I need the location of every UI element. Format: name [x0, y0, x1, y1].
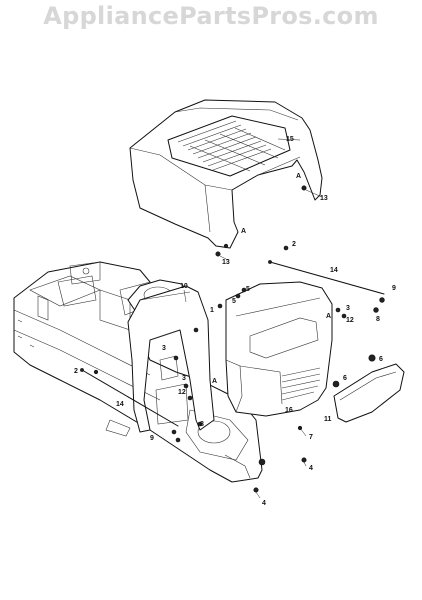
callout-10: 10: [180, 283, 188, 290]
callout-2-upper: 2: [292, 241, 296, 248]
callout-12-right: 12: [346, 317, 354, 324]
callout-a-hood-left: A: [241, 228, 246, 235]
callout-a-grille: A: [326, 313, 331, 320]
callout-11: 11: [324, 416, 332, 423]
callout-6-lower: 6: [343, 375, 347, 382]
callout-14-upper: 14: [330, 267, 338, 274]
dash-panel-part[interactable]: [127, 285, 215, 433]
leader-15: [277, 138, 301, 141]
callout-3-right: 3: [346, 305, 350, 312]
callout-5-upper: 5: [246, 286, 250, 293]
callout-9-right: 9: [392, 285, 396, 292]
callout-8-right: 8: [376, 316, 380, 323]
callout-9-lower: 9: [150, 435, 154, 442]
callout-13-upper: 13: [320, 195, 328, 202]
callout-a-hood-right: A: [296, 173, 301, 180]
callout-4-upper: 4: [309, 465, 313, 472]
callout-2-left: 2: [74, 368, 78, 375]
callout-1: 1: [210, 307, 214, 314]
callout-3-dash: 3: [162, 345, 166, 352]
callout-a-frame: A: [212, 378, 217, 385]
hood-bolt-13-upper: [301, 185, 323, 198]
hood-grille-part[interactable]: [167, 115, 291, 177]
callout-6-upper: 6: [379, 356, 383, 363]
leader-10: [183, 289, 187, 303]
hood-pivot-rod-lower[interactable]: [80, 368, 179, 427]
hood-bolt-13-lower: [215, 243, 229, 261]
callout-16: 16: [285, 407, 293, 414]
hardware-fasteners: [93, 245, 385, 499]
callout-8-lower: 8: [200, 421, 204, 428]
front-grille-housing-part[interactable]: [225, 281, 333, 417]
callout-4-lower: 4: [262, 500, 266, 507]
callout-3-lower: 3: [182, 375, 186, 382]
callout-14-lower: 14: [116, 401, 124, 408]
headlight-lens-part[interactable]: [333, 363, 405, 423]
hood-pivot-rod-upper[interactable]: [268, 260, 385, 295]
callout-12-lower: 12: [178, 389, 186, 396]
watermark-logo: AppliancePartsPros.com: [43, 2, 379, 30]
callout-7: 7: [309, 434, 313, 441]
callout-5-lower: 5: [232, 298, 236, 305]
callout-15: 15: [286, 136, 294, 143]
callout-13-lower: 13: [222, 259, 230, 266]
